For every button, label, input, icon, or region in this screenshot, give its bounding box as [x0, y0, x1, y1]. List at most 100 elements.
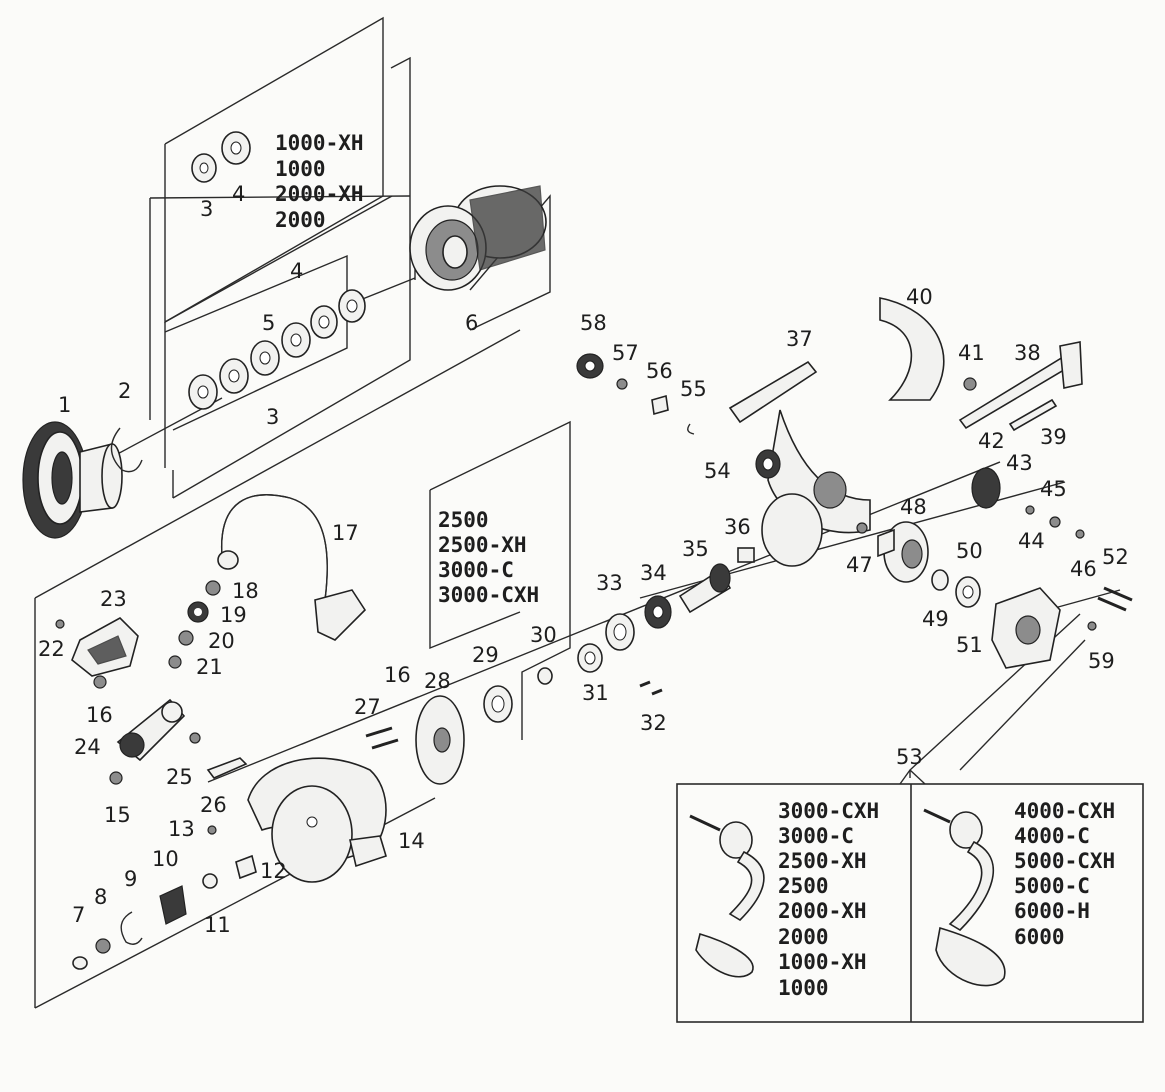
callout-19: 19	[220, 603, 247, 627]
callout-43: 43	[1006, 451, 1033, 475]
callout-48: 48	[900, 495, 927, 519]
callout-18: 18	[232, 579, 259, 603]
callout-45: 45	[1040, 477, 1067, 501]
gearbox-cover-part-51	[991, 587, 1061, 669]
screws-27	[365, 726, 399, 750]
callout-33: 33	[596, 571, 623, 595]
small-parts-18-21	[168, 580, 221, 669]
callout-11: 11	[204, 913, 231, 937]
screw-part-41	[963, 377, 977, 391]
callout-16-b: 16	[384, 663, 411, 687]
callout-39: 39	[1040, 425, 1067, 449]
bail-arm-part-23	[55, 617, 139, 677]
small-parts-7-13	[72, 825, 257, 970]
callout-56: 56	[646, 359, 673, 383]
spool-knob-part-1	[22, 421, 123, 539]
callout-31: 31	[582, 681, 609, 705]
callout-4-top: 4	[232, 182, 245, 206]
handle-drawing-small	[689, 814, 765, 978]
callout-55: 55	[680, 377, 707, 401]
body-model-list: 2500 2500-XH 3000-C 3000-CXH	[438, 508, 539, 607]
callout-16: 16	[86, 703, 113, 727]
callout-17: 17	[332, 521, 359, 545]
spool-clip-part-2	[110, 427, 143, 473]
side-cover-part-40	[879, 297, 945, 401]
callout-2: 2	[118, 379, 131, 403]
callout-3-top: 3	[200, 197, 213, 221]
callout-22: 22	[38, 637, 65, 661]
shim-washers-top	[191, 131, 251, 183]
callout-51: 51	[956, 633, 983, 657]
hl-model-5: 6000	[1014, 925, 1065, 949]
callout-8: 8	[94, 885, 107, 909]
rotor-part-14	[247, 757, 387, 883]
hl-model-2: 5000-CXH	[1014, 849, 1115, 873]
callout-44: 44	[1018, 529, 1045, 553]
hs-model-5: 2000	[778, 925, 829, 949]
body-frame-part-37	[728, 360, 871, 567]
callout-6: 6	[465, 311, 478, 335]
screw-part-59	[1087, 621, 1097, 631]
retainer-part-33	[605, 613, 635, 651]
callout-57: 57	[612, 341, 639, 365]
callout-46: 46	[1070, 557, 1097, 581]
callout-4: 4	[290, 259, 303, 283]
callout-26: 26	[200, 793, 227, 817]
callout-42: 42	[978, 429, 1005, 453]
handle-drawing-large	[923, 808, 1006, 987]
plate-part-28	[415, 695, 465, 785]
line-roller-part-58	[576, 353, 604, 379]
small-parts-43-46	[1025, 505, 1085, 539]
callout-38: 38	[1014, 341, 1041, 365]
handle-box	[676, 769, 1144, 1023]
screws-52	[1097, 586, 1133, 612]
callout-30: 30	[530, 623, 557, 647]
callout-35: 35	[682, 537, 709, 561]
callout-23: 23	[100, 587, 127, 611]
callout-28: 28	[424, 669, 451, 693]
hs-model-2: 2500-XH	[778, 849, 867, 873]
washer-part-30	[537, 667, 553, 685]
callout-32: 32	[640, 711, 667, 735]
callout-3: 3	[266, 405, 279, 429]
collar-part-31	[577, 643, 603, 673]
bearing-part-34	[644, 595, 672, 629]
callout-10: 10	[152, 847, 179, 871]
callout-21: 21	[196, 655, 223, 679]
callout-15: 15	[104, 803, 131, 827]
callout-14: 14	[398, 829, 425, 853]
pinion-gear-part-35	[678, 563, 732, 614]
callout-5: 5	[262, 311, 275, 335]
callout-37: 37	[786, 327, 813, 351]
callout-34: 34	[640, 561, 667, 585]
callout-labels: 1 2 3 3 4 4 5 6 7 8 9 10 11 12 13 14 15 …	[38, 182, 1129, 937]
callout-29: 29	[472, 643, 499, 667]
gear-part-42	[971, 467, 1001, 509]
bail-wire-part-17	[217, 494, 367, 641]
bail-arm-part-24	[93, 675, 186, 785]
hs-model-6: 1000-XH	[778, 950, 867, 974]
callout-54: 54	[704, 459, 731, 483]
callout-52: 52	[1102, 545, 1129, 569]
callout-40: 40	[906, 285, 933, 309]
hs-model-3: 2500	[778, 874, 829, 898]
callout-27: 27	[354, 695, 381, 719]
callout-24: 24	[74, 735, 101, 759]
washer-part-57	[616, 378, 628, 390]
callout-13: 13	[168, 817, 195, 841]
hl-model-0: 4000-CXH	[1014, 799, 1115, 823]
spool-shims-model-list: 1000-XH 1000 2000-XH 2000	[275, 131, 364, 232]
shim-washers-row	[188, 289, 366, 410]
model-2000: 2000	[275, 208, 326, 232]
roller-part-56	[651, 394, 669, 416]
nut-part-36	[737, 547, 755, 563]
hl-model-4: 6000-H	[1014, 899, 1090, 923]
part-25-26	[189, 732, 248, 779]
bearing-part-54	[755, 449, 781, 479]
screws-32	[639, 680, 663, 696]
callout-47: 47	[846, 553, 873, 577]
callout-1: 1	[58, 393, 71, 417]
callout-41: 41	[958, 341, 985, 365]
